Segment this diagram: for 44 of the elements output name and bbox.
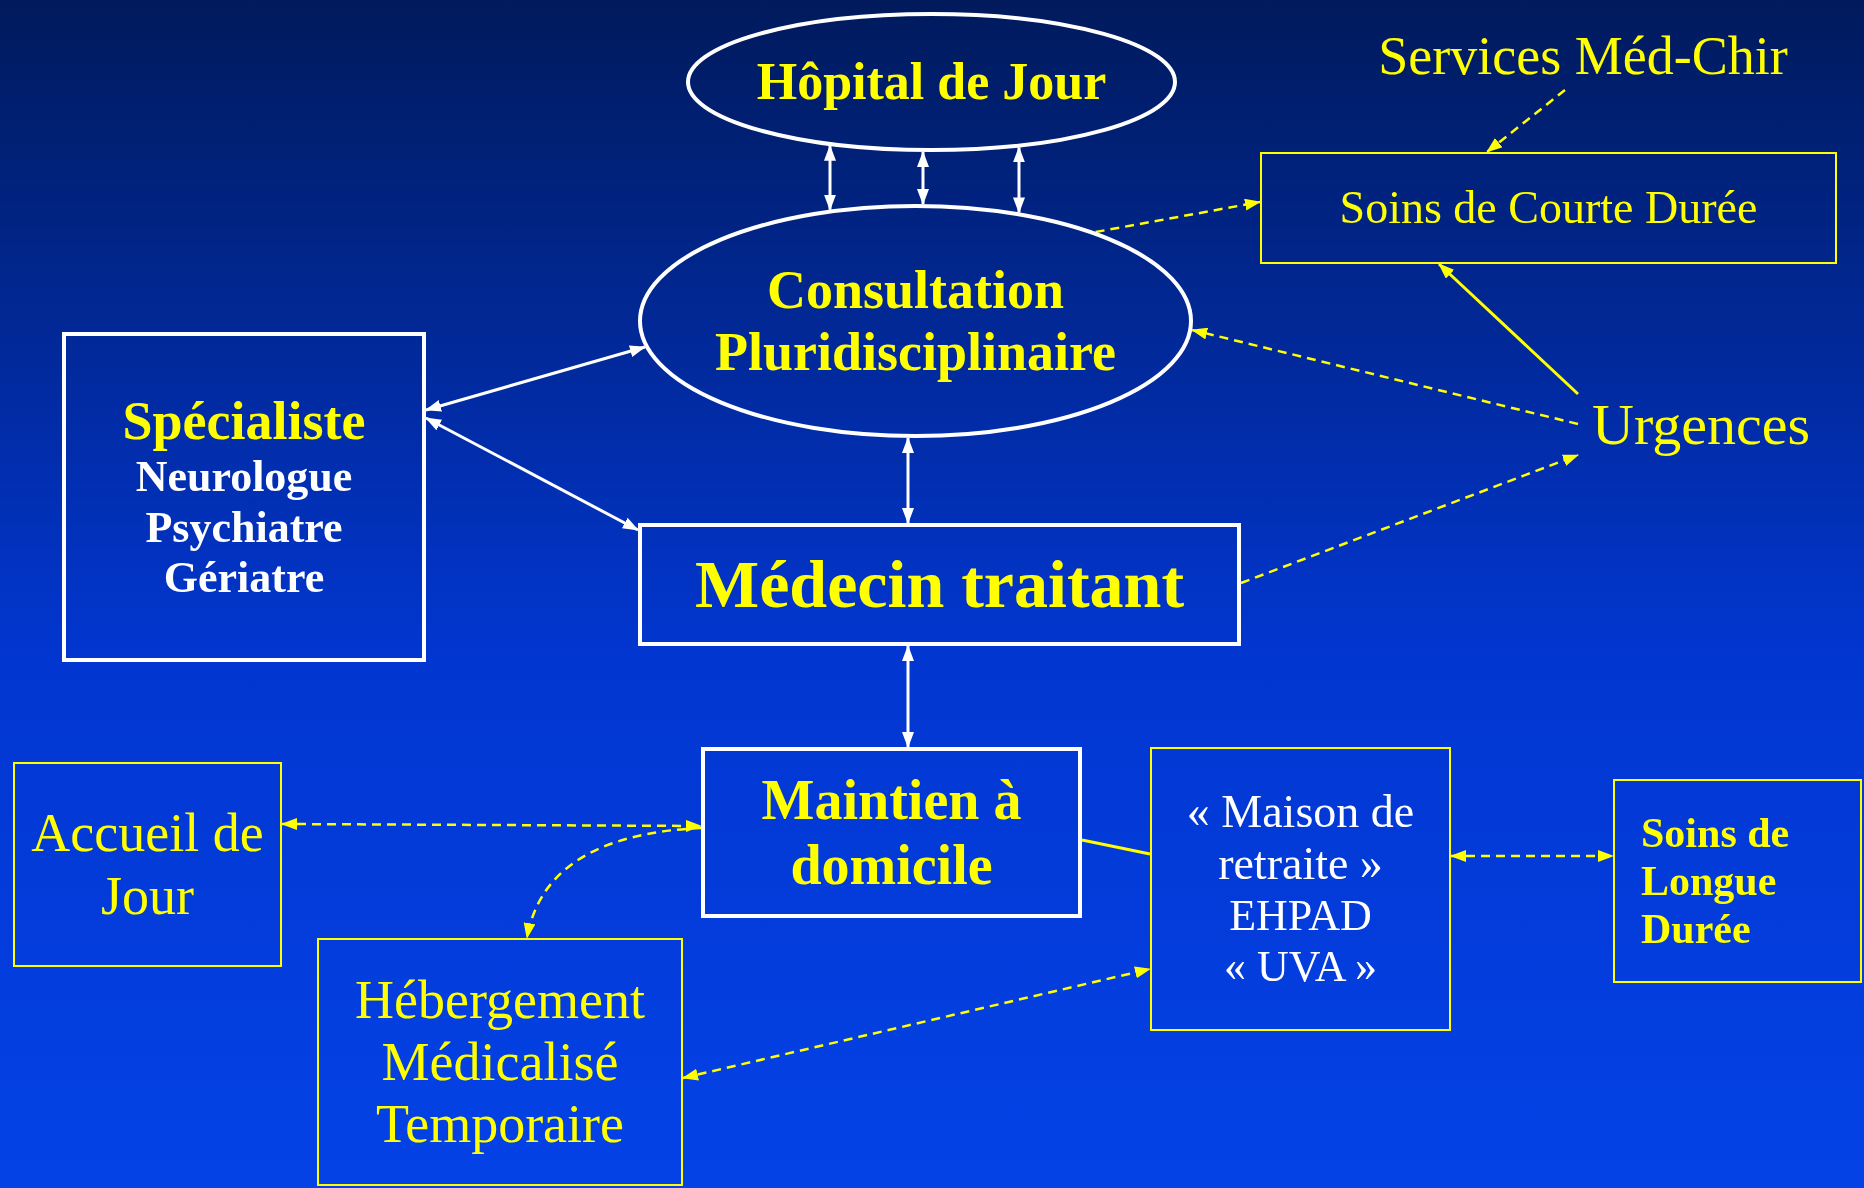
node-title: Hôpital de Jour — [756, 52, 1107, 112]
arrow — [682, 966, 1151, 1081]
node-title: Soins de Courte Durée — [1339, 181, 1758, 235]
node-title: Maintien à domicile — [760, 768, 1023, 897]
process-box — [62, 332, 426, 662]
process-box — [1150, 747, 1451, 1031]
arrow — [425, 345, 646, 412]
node-text: EHPAD — [1229, 891, 1372, 942]
oval-node — [686, 12, 1177, 152]
node-title: Consultation Pluridisciplinaire — [713, 258, 1117, 384]
connector-line — [1081, 838, 1151, 856]
node-text: Psychiatre — [145, 502, 343, 554]
arrow — [1450, 850, 1614, 862]
node-title: Urgences — [1592, 391, 1810, 459]
node-text: Gériatre — [163, 553, 325, 604]
process-box — [317, 938, 683, 1186]
arrow — [524, 826, 702, 939]
arrow — [1013, 146, 1025, 214]
arrow — [917, 150, 929, 206]
arrow — [902, 436, 914, 524]
arrow — [824, 144, 836, 211]
process-box — [638, 523, 1241, 646]
oval-node — [638, 204, 1193, 438]
node-title: Accueil de Jour — [30, 802, 265, 927]
node-title: Médecin traitant — [694, 545, 1185, 624]
arrow — [1095, 198, 1261, 234]
process-box — [1260, 152, 1837, 264]
node-title: Spécialiste — [122, 390, 366, 453]
arrow — [1191, 327, 1579, 426]
process-box — [701, 747, 1082, 918]
node-text: « UVA » — [1223, 941, 1378, 993]
node-title: « Maison de retraite » — [1185, 785, 1416, 892]
arrow — [281, 818, 702, 832]
node-text: Neurologue — [135, 452, 353, 503]
process-box — [13, 762, 282, 967]
arrow — [1486, 89, 1566, 153]
process-box — [1613, 779, 1862, 983]
arrow — [425, 416, 639, 532]
arrow — [1437, 262, 1580, 396]
arrow — [1240, 453, 1579, 585]
arrow — [902, 645, 914, 748]
node-title: Hébergement Médicalisé Temporaire — [354, 968, 646, 1156]
node-title: Soins de Longue Durée — [1641, 808, 1791, 954]
node-title: Services Méd-Chir — [1378, 24, 1788, 88]
